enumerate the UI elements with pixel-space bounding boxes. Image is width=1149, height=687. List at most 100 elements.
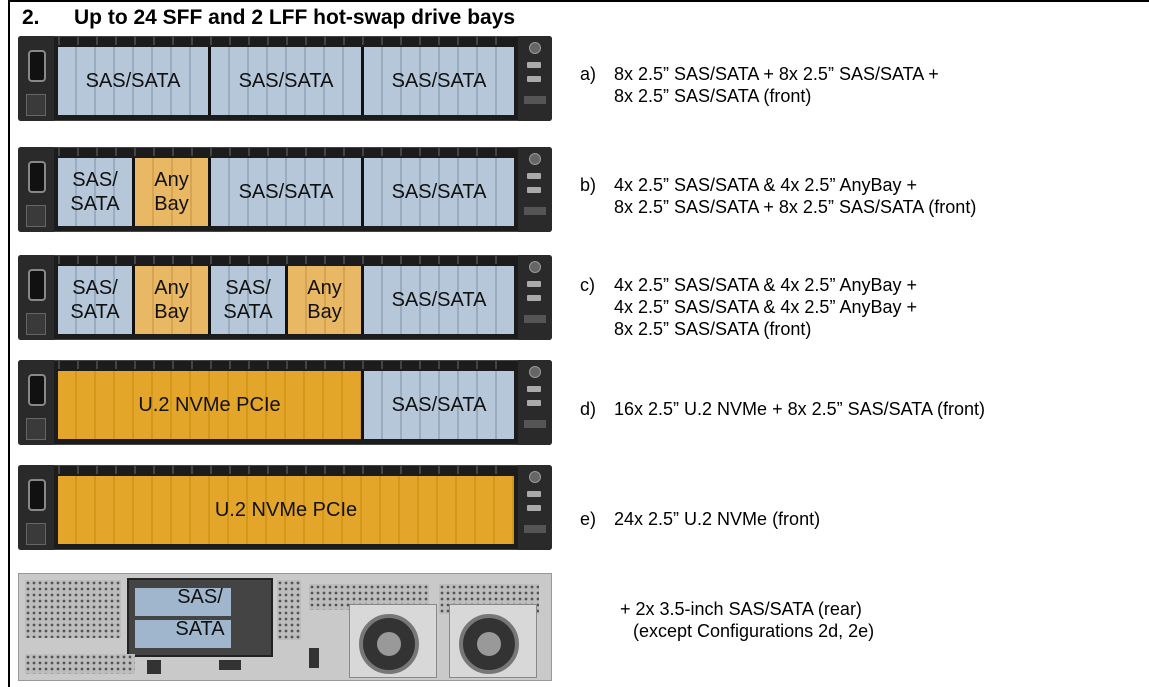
bay-label: SAS/SATA [223,277,273,323]
rear-config-line: + 2x 3.5-inch SAS/SATA (rear) [620,599,862,619]
usb-port-icon [527,62,541,68]
config-line: 16x 2.5” U.2 NVMe + 8x 2.5” SAS/SATA (fr… [614,399,985,419]
pull-tab-icon [26,313,46,335]
rear-bay-label-top: SAS/ [177,586,223,608]
bay-group-sas-sata: SAS/SATA [211,47,361,115]
bay-group-sas-sata: SAS/SATA [58,158,132,226]
left-ear [18,147,54,232]
server-front-config-d: U.2 NVMe PCIe SAS/SATA [18,360,552,445]
bay-number-strip [58,466,514,474]
bay-group-sas-sata: SAS/SATA [364,371,514,439]
usb-port-icon [527,173,541,179]
rear-drive-top [135,588,231,616]
drive-bays: U.2 NVMe PCIe SAS/SATA [58,371,514,439]
right-ear [518,255,552,340]
vga-port-icon [28,50,46,82]
vent-mesh [25,580,121,638]
drive-bays: U.2 NVMe PCIe [58,476,514,544]
config-line: 24x 2.5” U.2 NVMe (front) [614,509,821,529]
label-plate [524,525,546,533]
right-ear [518,465,552,550]
bay-number-strip [58,256,514,264]
pull-tab-icon [26,94,46,116]
label-plate [524,96,546,104]
bay-label: U.2 NVMe PCIe [138,394,281,416]
rear-config-description: + 2x 3.5-inch SAS/SATA (rear) (except Co… [620,598,874,642]
config-description: 8x 2.5” SAS/SATA + 8x 2.5” SAS/SATA + 8x… [614,63,939,107]
server-front-config-a: SAS/SATA SAS/SATA SAS/SATA [18,36,552,121]
bay-label: SAS/SATA [391,181,487,203]
usb-port-icon [527,505,541,511]
usb-port-icon [527,187,541,193]
bay-label: SAS/SATA [391,70,487,92]
bay-group-sas-sata: SAS/SATA [364,266,514,334]
left-ear [18,255,54,340]
config-line: 4x 2.5” SAS/SATA & 4x 2.5” AnyBay + [614,297,917,317]
left-ear [18,36,54,121]
bay-group-sas-sata: SAS/SATA [364,47,514,115]
drive-bays: SAS/SATA SAS/SATA SAS/SATA [58,47,514,115]
bay-group-sas-sata: SAS/SATA [58,47,208,115]
power-button-icon [529,261,541,273]
config-letter: a) [580,64,597,84]
config-description: 16x 2.5” U.2 NVMe + 8x 2.5” SAS/SATA (fr… [614,398,985,420]
usb-port-icon [527,281,541,287]
config-description: 24x 2.5” U.2 NVMe (front) [614,508,820,530]
usb-port-icon [527,386,541,392]
bay-group-sas-sata: SAS/SATA [364,158,514,226]
vent-mesh [277,580,301,640]
right-ear [518,147,552,232]
bay-label: SAS/SATA [70,169,120,215]
power-button-icon [529,153,541,165]
bay-label: SAS/SATA [85,70,181,92]
pull-tab-icon [26,418,46,440]
rear-drive-cage: SAS/ SATA [127,578,273,657]
bay-group-nvme: U.2 NVMe PCIe [58,371,361,439]
vga-port-icon [28,161,46,193]
bay-group-sas-sata: SAS/SATA [58,266,132,334]
section-title: Up to 24 SFF and 2 LFF hot-swap drive ba… [74,6,516,29]
frame-top-border [8,0,1149,2]
left-ear [18,465,54,550]
power-button-icon [529,471,541,483]
config-letter: d) [580,399,597,419]
vent-mesh [25,654,135,674]
config-letter: c) [580,275,595,295]
frame-left-border [8,0,10,687]
label-plate [524,315,546,323]
rear-bay-label-bottom: SATA [175,618,225,640]
bay-label: U.2 NVMe PCIe [214,499,358,521]
vga-port-icon [28,374,46,406]
config-description: 4x 2.5” SAS/SATA & 4x 2.5” AnyBay + 8x 2… [614,174,976,218]
vga-port-icon [219,660,241,670]
pull-tab-icon [26,523,46,545]
rear-drive-bottom [135,620,231,648]
bay-label: SAS/SATA [70,277,120,323]
config-letter: b) [580,175,597,195]
bay-label: SAS/SATA [391,289,487,311]
usb-port-icon [309,648,319,668]
pull-tab-icon [26,205,46,227]
usb-port-icon [527,76,541,82]
label-plate [524,420,546,428]
bay-label: SAS/SATA [238,181,334,203]
bay-group-sas-sata: SAS/SATA [211,266,285,334]
config-line: 8x 2.5” SAS/SATA + 8x 2.5” SAS/SATA + [614,64,939,84]
power-button-icon [529,42,541,54]
bay-number-strip [58,148,514,156]
bay-label: SAS/SATA [391,394,487,416]
power-button-icon [529,366,541,378]
vga-port-icon [28,269,46,301]
right-ear [518,360,552,445]
config-line: 4x 2.5” SAS/SATA & 4x 2.5” AnyBay + [614,175,917,195]
server-front-config-e: U.2 NVMe PCIe [18,465,552,550]
